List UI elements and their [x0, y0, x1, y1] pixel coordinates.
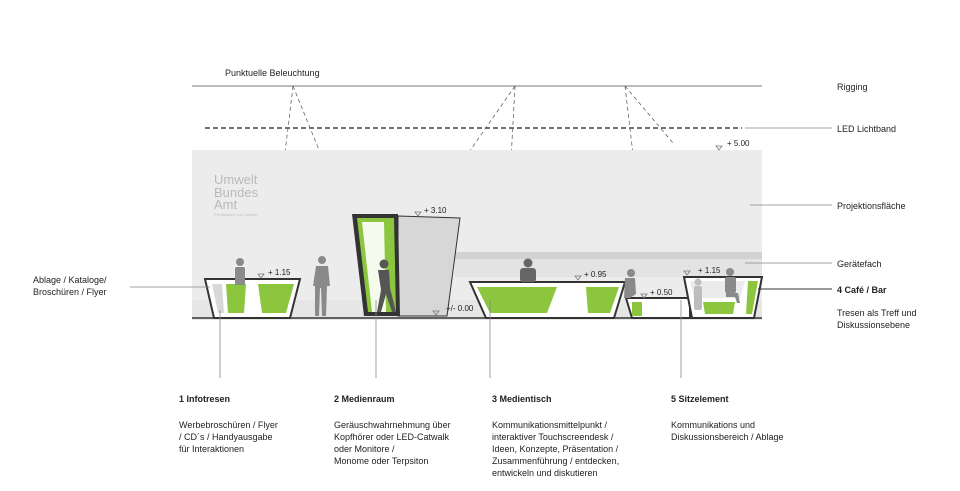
label-lighting: Punktuelle Beleuchtung	[225, 68, 320, 78]
label-cafe-desc-1: Tresen als Treff und	[837, 308, 917, 318]
height-label-095: + 0.95	[584, 270, 607, 279]
column-infotresen: 1 Infotresen Werbebroschüren / Flyer / C…	[179, 393, 319, 455]
column-title: 2 Medienraum	[334, 394, 395, 404]
column-desc: Kommunikations und Diskussionsbereich / …	[671, 420, 784, 442]
leader-lines	[130, 127, 832, 378]
column-title: 5 Sitzelement	[671, 394, 729, 404]
logo-line-3: Amt	[214, 197, 238, 212]
label-led-band: LED Lichtband	[837, 124, 897, 134]
umweltbundesamt-logo: Umwelt Bundes Amt Für Mensch und Umwelt	[214, 172, 259, 217]
column-sitzelement: 5 Sitzelement Kommunikations und Diskuss…	[671, 393, 831, 443]
label-rigging: Rigging	[837, 82, 868, 92]
label-cafe-title: 4 Café / Bar	[837, 285, 887, 295]
logo-tagline: Für Mensch und Umwelt	[214, 211, 258, 217]
human-figures	[235, 256, 740, 316]
column-title: 1 Infotresen	[179, 394, 231, 404]
column-desc: Kommunikationsmittelpunkt / interaktiver…	[492, 420, 620, 478]
column-desc: Geräuschwahrnehmung über Kopfhörer oder …	[334, 420, 451, 466]
height-label-500: + 5.00	[727, 139, 750, 148]
label-device-shelf: Gerätefach	[837, 259, 882, 269]
column-medientisch: 3 Medientisch Kommunikationsmittelpunkt …	[492, 393, 652, 479]
height-label-115-bar: + 1.15	[698, 266, 721, 275]
height-label-115-info: + 1.15	[268, 268, 291, 277]
height-label-050: + 0.50	[650, 288, 673, 297]
column-medienraum: 2 Medienraum Geräuschwahrnehmung über Ko…	[334, 393, 484, 467]
column-title: 3 Medientisch	[492, 394, 552, 404]
height-label-310: + 3.10	[424, 206, 447, 215]
label-catalog-1: Ablage / Kataloge/	[33, 275, 107, 285]
label-cafe-desc-2: Diskussionsebene	[837, 320, 911, 330]
height-markers	[257, 145, 723, 316]
logo-line-2: Bundes	[214, 184, 259, 200]
column-desc: Werbebroschüren / Flyer / CD´s / Handyau…	[179, 420, 278, 454]
height-label-000: +/- 0.00	[446, 304, 474, 313]
label-catalog-2: Broschüren / Flyer	[33, 287, 107, 297]
label-projection: Projektionsfläche	[837, 201, 906, 211]
logo-line-1: Umwelt	[214, 172, 258, 187]
device-shelf	[455, 252, 762, 259]
